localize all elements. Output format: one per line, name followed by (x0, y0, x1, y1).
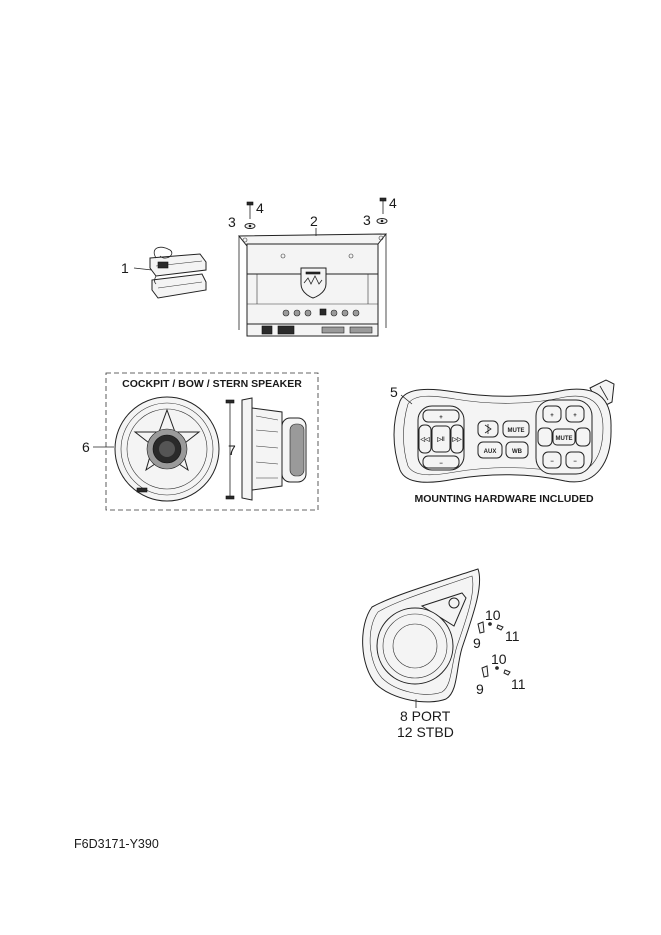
remote-minus-right-a: − (550, 459, 554, 465)
part-6-speaker-front (114, 396, 220, 502)
remote-plus-left: + (439, 415, 443, 421)
remote-play: ▷‖ (436, 436, 445, 443)
remote-minus-left: − (439, 461, 443, 467)
remote-plus-right-a: + (550, 413, 554, 419)
remote-plus-right-b: + (573, 413, 577, 419)
parts-8-12-speaker-pod: 8 PORT 12 STBD (362, 568, 481, 740)
remote-minus-right-b: − (573, 459, 577, 465)
callout-7: 7 (228, 442, 236, 458)
amplifier-controls (282, 308, 360, 317)
callout-10-lower: 10 (491, 651, 507, 667)
remote-prev: ◁◁ (419, 436, 430, 443)
parts-9-10-11-upper: 10 9 11 (473, 607, 520, 651)
caption-12-stbd: 12 STBD (397, 724, 454, 740)
remote-wb: WB (512, 449, 523, 455)
part-2-amplifier: 2 (237, 213, 388, 337)
remote-next: ▷▷ (451, 436, 462, 443)
callout-6: 6 (82, 439, 90, 455)
caption-8-port: 8 PORT (400, 708, 451, 724)
part-1-harness-module: 1 (121, 246, 207, 299)
part-code-label: F6D3171-Y390 (74, 837, 159, 851)
callout-11-upper: 11 (505, 628, 520, 644)
callout-9-upper: 9 (473, 635, 481, 651)
callout-11-lower: 11 (511, 676, 526, 692)
remote-mute-top: MUTE (508, 428, 525, 434)
part-5-remote-control: + − ◁◁ ▷‖ ▷▷ MUTE AUX WB MUTE + + − − 5 … (390, 379, 615, 505)
remote-mute-right: MUTE (556, 436, 573, 442)
callout-2: 2 (310, 213, 318, 229)
speaker-group: COCKPIT / BOW / STERN SPEAKER 6 7 (82, 372, 319, 511)
part-7-speaker-side (225, 397, 307, 501)
callout-1: 1 (121, 260, 129, 276)
remote-caption: MOUNTING HARDWARE INCLUDED (414, 493, 593, 505)
parts-3-4-fasteners-left: 3 4 (228, 200, 264, 230)
callout-9-lower: 9 (476, 681, 484, 697)
callout-3-left: 3 (228, 214, 236, 230)
parts-3-4-fasteners-right: 3 4 (363, 195, 397, 228)
callout-4-left: 4 (256, 200, 264, 216)
callout-3-right: 3 (363, 212, 371, 228)
callout-10-upper: 10 (485, 607, 501, 623)
remote-aux: AUX (484, 449, 497, 455)
callout-4-right: 4 (389, 195, 397, 211)
callout-5: 5 (390, 384, 398, 400)
parts-9-10-11-lower: 10 9 11 (476, 651, 526, 697)
speaker-caption: COCKPIT / BOW / STERN SPEAKER (122, 378, 302, 390)
